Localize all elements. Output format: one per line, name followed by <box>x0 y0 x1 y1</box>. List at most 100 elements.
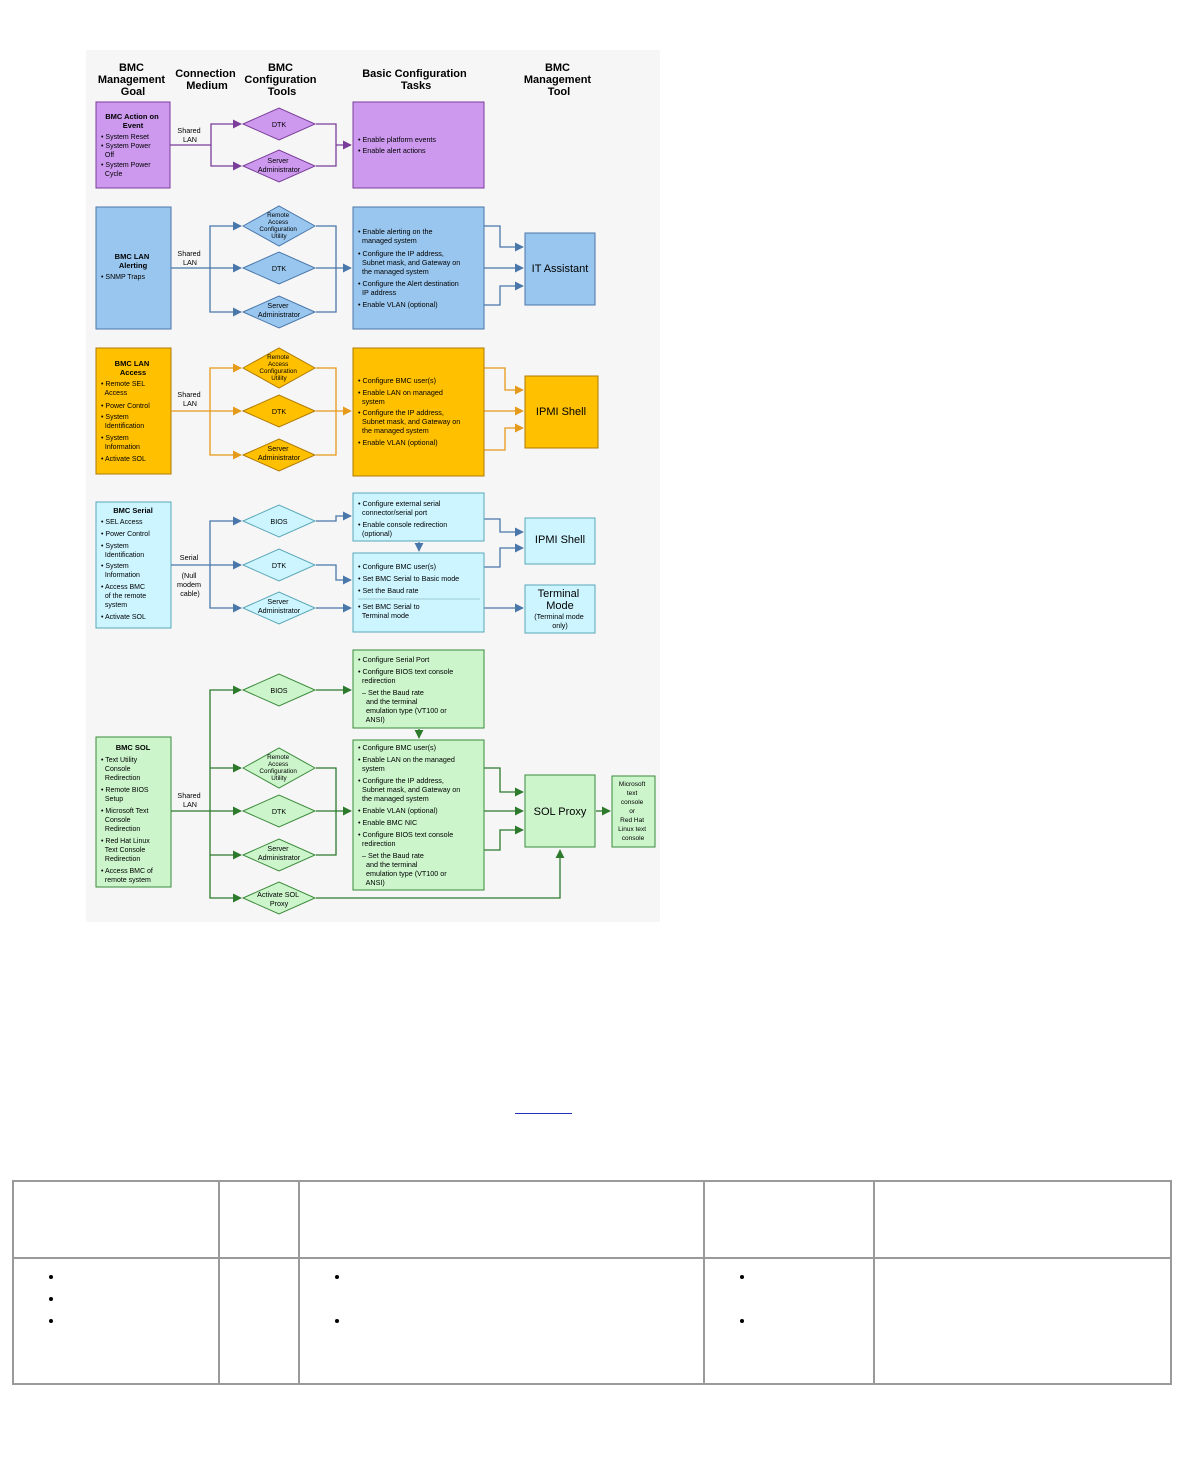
table-cell <box>873 1257 1172 1385</box>
tasks-list-bottom: • Configure BMC user(s) • Enable LAN on … <box>0 0 474 887</box>
svg-text:DTK: DTK <box>272 561 287 570</box>
tasks-box-bottom <box>352 552 485 633</box>
bullet-list <box>705 1269 873 1335</box>
header-mgmt-tool: BMC Management Tool <box>524 62 594 98</box>
svg-text:BIOS: BIOS <box>270 517 287 526</box>
svg-text:SOL Proxy: SOL Proxy <box>534 806 587 818</box>
mgmt-tool-terminal-mode <box>524 584 596 634</box>
svg-text:IPMI Shell: IPMI Shell <box>536 406 586 418</box>
header-cell-2 <box>218 1180 300 1259</box>
list-item <box>755 1313 873 1335</box>
svg-text:Terminal Mode: Terminal Mode <box>538 588 583 612</box>
header-cell-5 <box>873 1180 1172 1259</box>
svg-text:Remote Access Conf: Remote Access Configuration Utility <box>259 212 298 240</box>
tool-diamond-dtk <box>241 107 317 141</box>
tasks-box <box>352 206 485 330</box>
connection-medium: Shared LAN <box>177 390 202 408</box>
tasks-box-top <box>352 649 485 729</box>
figure-link[interactable] <box>515 1101 572 1114</box>
svg-text:BIOS: BIOS <box>270 686 287 695</box>
svg-text:IPMI Shell: IPMI Shell <box>535 534 585 546</box>
connection-medium: Shared LAN <box>177 126 202 144</box>
section-lan-access: BMC LAN Access • Remote SEL Access • Pow… <box>0 0 599 477</box>
header-tools: BMC Configuration Tools <box>244 62 319 98</box>
section-action-on-event: BMC Action on Event • System Reset • Sys… <box>95 101 485 189</box>
header-cell-3 <box>298 1180 705 1259</box>
tool-diamond-remote-access <box>241 747 317 789</box>
svg-text:Server Administrator: Server Administrator <box>258 156 301 174</box>
goal-box <box>95 501 172 629</box>
tool-diamond-dtk <box>241 251 317 285</box>
tasks-list-top: • Configure Serial Port • Configure BIOS… <box>0 0 467 724</box>
bullet-list <box>14 1269 218 1335</box>
connection-medium: Serial (Null modem cable) <box>177 553 203 598</box>
mgmt-tool-ipmi-shell <box>524 375 599 449</box>
table-row <box>12 1257 1172 1385</box>
svg-text:Server Administrator: Server Administrator <box>258 444 301 462</box>
header-tasks: Basic Configuration Tasks <box>362 68 470 92</box>
connection-medium: Shared LAN <box>177 249 202 267</box>
tasks-list: • Configure BMC user(s) • Enable LAN on … <box>0 0 474 447</box>
goal-box <box>95 206 172 330</box>
svg-text:(Terminal mode only): (Terminal mode only) <box>534 612 586 630</box>
svg-text:Remote Access Conf: Remote Access Configuration Utility <box>259 354 298 382</box>
table-cell <box>12 1257 220 1385</box>
tool-diamond-server-administrator <box>241 838 317 872</box>
tool-diamond-server-administrator <box>241 591 317 625</box>
tasks-list: • Enable alerting on the managed system … <box>0 0 474 309</box>
table-cell <box>703 1257 875 1385</box>
goal-items: • SEL Access • Power Control • System Id… <box>0 0 163 621</box>
tool-diamond-server-administrator <box>241 438 317 472</box>
table-cell <box>298 1257 705 1385</box>
list-item <box>64 1291 218 1313</box>
svg-text:Server Administrator: Server Administrator <box>258 301 301 319</box>
goal-items: • Text Utility Console Redirection • Rem… <box>0 0 166 884</box>
section-serial: BMC Serial • SEL Access • Power Control … <box>0 0 596 634</box>
svg-text:Server Administrator: Server Administrator <box>258 844 301 862</box>
goal-title: BMC SOL <box>116 743 151 752</box>
goal-title: BMC LAN Access <box>115 359 152 377</box>
goal-title: BMC Action on Event <box>105 112 161 130</box>
tool-diamond-remote-access <box>241 347 317 389</box>
table-header-row <box>12 1180 1172 1259</box>
tasks-box <box>352 101 485 189</box>
tool-diamond-dtk <box>241 394 317 428</box>
tool-diamond-dtk <box>241 548 317 582</box>
mgmt-tool-ipmi-shell <box>524 517 596 565</box>
tasks-box-top <box>352 492 485 542</box>
tool-diamond-bios <box>241 504 317 538</box>
svg-text:DTK: DTK <box>272 407 287 416</box>
svg-text:DTK: DTK <box>272 807 287 816</box>
goal-box <box>95 347 172 475</box>
requirements-table <box>12 1180 1172 1385</box>
tasks-list-bottom: • Configure BMC user(s) • Set BMC Serial… <box>0 0 473 620</box>
goal-box <box>95 736 172 888</box>
goal-title: BMC Serial <box>113 506 153 515</box>
svg-text:IT Assistant: IT Assistant <box>532 263 589 275</box>
svg-text:Activate SOL Proxy: Activate SOL Proxy <box>257 890 301 908</box>
tasks-box-bottom <box>352 739 485 891</box>
svg-text:DTK: DTK <box>272 120 287 129</box>
svg-text:Microsoft text con: Microsoft text console or Red Hat Linux … <box>618 781 648 842</box>
header-medium: Connection Medium <box>175 68 239 92</box>
bmc-configuration-flowchart: BMC Management Goal Connection Medium BM… <box>0 0 656 915</box>
list-item <box>64 1269 218 1291</box>
goal-items: • Remote SEL Access • Power Control • Sy… <box>0 0 163 463</box>
list-item <box>350 1269 703 1291</box>
header-goal: BMC Management Goal <box>98 62 168 98</box>
bullet-list <box>300 1269 703 1335</box>
section-sol: BMC SOL • Text Utility Console Redirecti… <box>0 0 656 915</box>
tool-diamond-dtk <box>241 794 317 828</box>
tool-diamond-remote-access <box>241 205 317 247</box>
list-item <box>350 1313 703 1335</box>
mgmt-tool-it-assistant <box>524 232 596 306</box>
goal-title: BMC LAN Alerting <box>115 252 152 270</box>
header-cell-4 <box>703 1180 875 1259</box>
section-lan-alerting: BMC LAN Alerting • SNMP Traps Shared LAN… <box>0 0 596 330</box>
tasks-list-top: • Configure external serial connector/se… <box>0 0 461 538</box>
list-item <box>755 1269 873 1291</box>
connection-medium: Shared LAN <box>177 791 202 809</box>
console-box <box>611 775 656 848</box>
header-cell-1 <box>12 1180 220 1259</box>
svg-text:DTK: DTK <box>272 264 287 273</box>
